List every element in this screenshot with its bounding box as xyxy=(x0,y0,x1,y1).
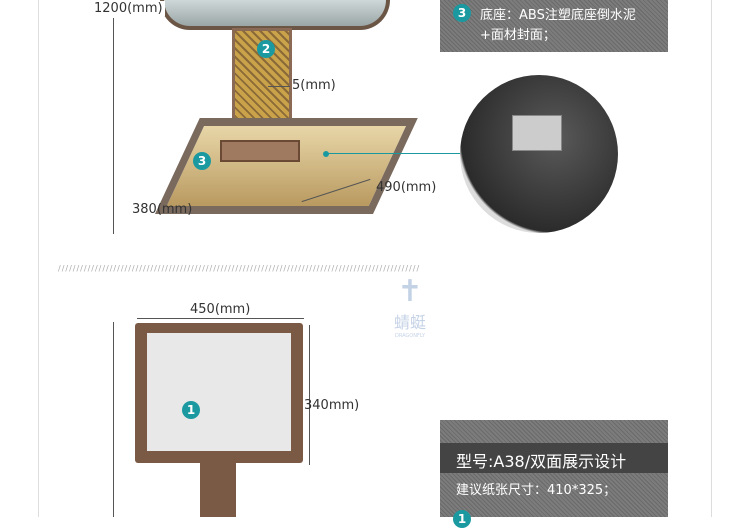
model-title: 型号:A38/双面展示设计 xyxy=(456,452,627,471)
dragonfly-icon: ✝ xyxy=(397,274,423,309)
page-frame xyxy=(38,0,712,517)
spec-box-bottom: 型号:A38/双面展示设计 建议纸张尺寸：410*325； 1 xyxy=(440,420,668,528)
height-label: 1200(mm) xyxy=(92,1,165,16)
pillar-dim-line xyxy=(268,86,290,87)
badge-1: 1 xyxy=(182,401,200,419)
watermark-text: 蜻蜓 xyxy=(393,313,426,332)
bottom-height-label: 340mm) xyxy=(304,398,360,413)
callout-dot xyxy=(323,151,329,157)
panel-height-line xyxy=(309,325,310,465)
pillar-label: 5(mm) xyxy=(292,78,336,93)
sign-frame xyxy=(135,323,303,463)
bottom-width-label: 450(mm) xyxy=(190,302,251,317)
base-detail-photo xyxy=(460,75,618,233)
spec-base-line2: +面材封面； xyxy=(480,28,556,43)
paper-size: 建议纸张尺寸：410*325； xyxy=(456,483,617,498)
spec-badge-1: 1 xyxy=(453,510,471,528)
width-label: 490(mm) xyxy=(376,180,437,195)
depth-label: 380(mm) xyxy=(132,202,193,217)
spec-box-top: 3 底座：ABS注塑底座倒水泥 +面材封面； xyxy=(440,0,668,52)
spec-badge-3: 3 xyxy=(453,4,471,22)
watermark-logo: ✝ 蜻蜓 DRAGONFLY xyxy=(380,275,440,345)
watermark-sub: DRAGONFLY xyxy=(394,333,426,339)
sign-panel xyxy=(147,333,291,451)
pillar-foot xyxy=(220,140,300,162)
bottom-width-line xyxy=(137,318,304,319)
height-dim-line xyxy=(113,18,114,234)
sign-panel-top xyxy=(160,0,390,30)
badge-2: 2 xyxy=(257,40,275,58)
spec-base-line1: 底座：ABS注塑底座倒水泥 xyxy=(480,8,636,23)
bottom-height-line xyxy=(113,322,114,517)
badge-3: 3 xyxy=(193,152,211,170)
stand-pole xyxy=(200,452,236,517)
metal-plate xyxy=(512,115,562,151)
callout-line xyxy=(328,153,470,154)
section-divider: ////////////////////////////////////////… xyxy=(58,264,421,272)
model-bar xyxy=(440,443,668,473)
